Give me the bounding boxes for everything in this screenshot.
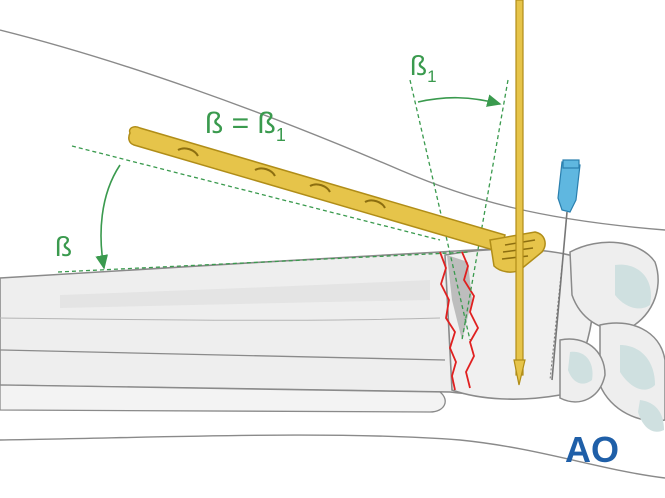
plate-head-groove-3 <box>501 255 529 260</box>
beta-equals-label: ß = ß1 <box>205 107 286 145</box>
needle-shaft <box>551 211 568 381</box>
beta-ref-line-upper <box>71 145 441 241</box>
plate-slot-1 <box>177 147 199 157</box>
beta1-ref-line-right <box>461 79 509 341</box>
ulna-line-2 <box>0 317 441 321</box>
k-wire <box>515 0 524 376</box>
needle-shaft-dashed <box>549 264 563 381</box>
k-wire-tip <box>513 359 526 386</box>
plate-slot-2 <box>254 167 276 177</box>
beta1-label: ß1 <box>410 50 437 86</box>
beta1-arc-arrow <box>417 94 502 107</box>
beta-arc-arrow <box>95 164 121 270</box>
skin-outline-lower <box>0 434 665 479</box>
ao-logo: AO <box>565 429 619 470</box>
beta-label: ß <box>55 231 72 262</box>
needle-hub-cap <box>562 159 580 169</box>
needle-hub <box>557 161 581 213</box>
fracture-line-distal <box>461 251 480 389</box>
plate-slot-3 <box>309 183 331 193</box>
shaft-shade <box>60 280 430 308</box>
carpal-shade-2 <box>620 345 655 390</box>
carpal-shade-3 <box>568 351 593 384</box>
beta-ref-line-lower <box>57 251 471 273</box>
fracture-line-proximal <box>439 251 457 391</box>
beta1-ref-line-left <box>409 79 471 341</box>
plate-slot-4 <box>364 199 386 209</box>
carpal-shade-4 <box>638 400 664 432</box>
carpal-shade-1 <box>615 264 651 309</box>
ulna-head <box>0 384 446 413</box>
skin-outline <box>0 29 665 231</box>
